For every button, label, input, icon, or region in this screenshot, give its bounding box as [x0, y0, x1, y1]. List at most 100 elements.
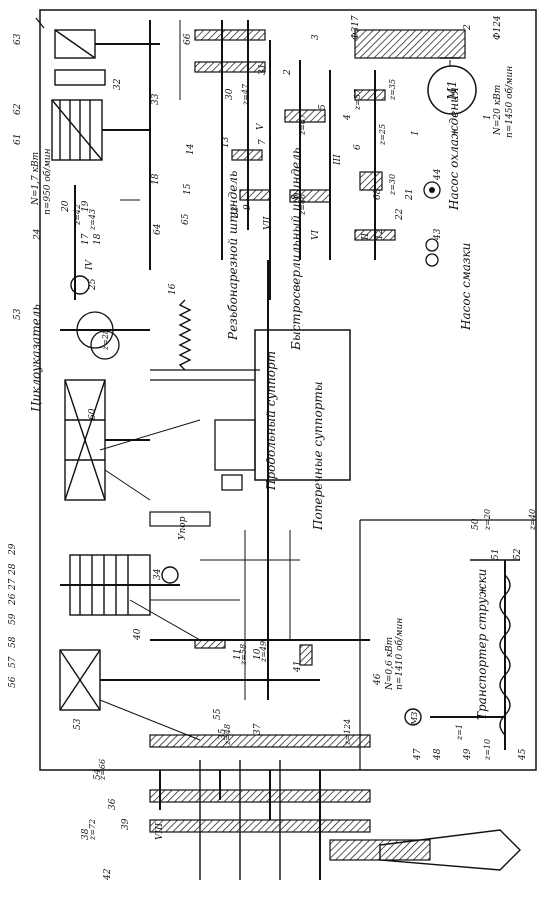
svg-text:2: 2 [283, 69, 293, 76]
gear-labels: z=35 z=57 z=67 z=25 z=30 z=42 z=43 z=46 … [73, 79, 537, 841]
svg-text:59: 59 [8, 613, 18, 625]
gear-blocks-top [194, 29, 466, 241]
svg-text:12: 12 [375, 228, 385, 240]
svg-text:23: 23 [231, 206, 241, 219]
svg-text:58: 58 [8, 636, 18, 648]
svg-text:III: III [333, 154, 343, 166]
svg-text:z=57: z=57 [353, 88, 362, 111]
svg-text:II: II [361, 232, 371, 241]
svg-text:z=20: z=20 [483, 509, 492, 531]
svg-text:VII: VII [263, 216, 273, 230]
svg-text:31: 31 [258, 64, 268, 75]
motor-m2-speed: n=950 об/мин [42, 148, 53, 215]
svg-text:62: 62 [13, 103, 23, 115]
svg-text:36: 36 [108, 798, 118, 810]
cyclo-gears [60, 311, 150, 360]
svg-text:49: 49 [463, 748, 473, 761]
motor-m1-speed: n=1450 об/мин [504, 66, 515, 138]
svg-text:61: 61 [13, 134, 23, 145]
svg-text:18: 18 [151, 173, 161, 185]
longitudinal-support-label: Продольный суппорт [264, 351, 278, 491]
linkages [99, 20, 300, 741]
svg-text:66: 66 [183, 33, 193, 45]
svg-text:z=66: z=66 [98, 759, 107, 781]
svg-text:z=46: z=46 [298, 194, 307, 216]
svg-text:z=42: z=42 [73, 204, 82, 226]
svg-text:28: 28 [8, 563, 18, 576]
svg-text:10: 10 [253, 648, 263, 660]
svg-text:24: 24 [33, 228, 43, 241]
svg-text:51: 51 [491, 549, 501, 560]
svg-text:z=25: z=25 [378, 124, 387, 146]
svg-text:VI: VI [311, 230, 321, 240]
svg-text:47: 47 [413, 748, 423, 761]
svg-text:68: 68 [373, 188, 383, 200]
lube-pump [425, 238, 439, 267]
svg-text:52: 52 [513, 548, 523, 560]
motor-m3-speed: n=1410 об/мин [394, 618, 405, 690]
svg-text:20: 20 [61, 200, 71, 213]
svg-text:25: 25 [88, 278, 98, 291]
svg-text:18: 18 [93, 233, 103, 245]
svg-text:15: 15 [183, 183, 193, 195]
motor-m3: M3 [404, 708, 422, 726]
cam-stack [60, 554, 180, 616]
svg-text:z=40: z=40 [528, 509, 537, 531]
chip-conveyor-label: Транспортер стружки [475, 569, 489, 720]
cooling-pump [423, 181, 441, 199]
lube-pump-label: Насос смазки [459, 243, 473, 331]
svg-text:VIII: VIII [155, 822, 165, 840]
svg-text:17: 17 [81, 233, 91, 245]
svg-text:26: 26 [8, 593, 18, 606]
svg-text:53: 53 [13, 308, 23, 320]
svg-text:13: 13 [221, 136, 231, 148]
svg-text:z=72: z=72 [88, 819, 97, 841]
svg-text:55: 55 [213, 708, 223, 720]
svg-text:1: 1 [483, 114, 493, 120]
svg-text:z=49: z=49 [259, 641, 268, 663]
svg-text:39: 39 [121, 818, 131, 830]
svg-text:z=67: z=67 [298, 113, 307, 136]
svg-text:63: 63 [13, 33, 23, 45]
svg-text:30: 30 [225, 88, 235, 100]
motor-m1-label: M1 [445, 80, 459, 101]
svg-text:44: 44 [433, 168, 443, 181]
svg-text:14: 14 [186, 143, 196, 155]
svg-text:35: 35 [218, 728, 228, 740]
svg-text:z=43: z=43 [88, 209, 97, 231]
svg-text:7: 7 [258, 139, 268, 145]
svg-text:22: 22 [395, 208, 405, 221]
motor-m1: M1 [427, 57, 477, 115]
pulley-m1: Ф124 [493, 15, 503, 40]
shaft-numerals: I II III IV V VI VII VIII [85, 122, 421, 840]
clutch-assembly-top [51, 29, 160, 300]
motor-m3-power: N=0,6 кВт [385, 637, 395, 691]
feed-spring [178, 299, 192, 371]
svg-text:40: 40 [133, 628, 143, 641]
svg-text:56: 56 [8, 676, 18, 688]
svg-text:z=10: z=10 [483, 739, 492, 761]
main-shafts [149, 20, 376, 300]
svg-text:z=1: z=1 [455, 724, 464, 741]
svg-text:z=48: z=48 [223, 724, 232, 746]
svg-text:2: 2 [463, 24, 473, 31]
motor-m2-power: N=1,7 кВт [31, 152, 41, 206]
svg-text:29: 29 [8, 543, 18, 556]
gear-blocks-bottom [149, 639, 431, 861]
svg-text:z=28: z=28 [101, 329, 110, 351]
svg-text:33: 33 [151, 93, 161, 105]
svg-text:16: 16 [168, 283, 178, 295]
svg-text:41: 41 [293, 661, 303, 673]
svg-text:z=47: z=47 [241, 83, 250, 106]
svg-text:37: 37 [253, 723, 263, 735]
longitudinal-support [214, 260, 351, 700]
svg-text:45: 45 [518, 748, 528, 761]
svg-text:z=35: z=35 [388, 79, 397, 101]
svg-text:z=58: z=58 [239, 644, 248, 666]
svg-text:V: V [256, 122, 266, 130]
svg-text:64: 64 [153, 223, 163, 235]
motor-m1-power: N=20 кВт [493, 85, 503, 136]
svg-text:5: 5 [318, 104, 328, 110]
svg-text:11: 11 [233, 649, 243, 660]
